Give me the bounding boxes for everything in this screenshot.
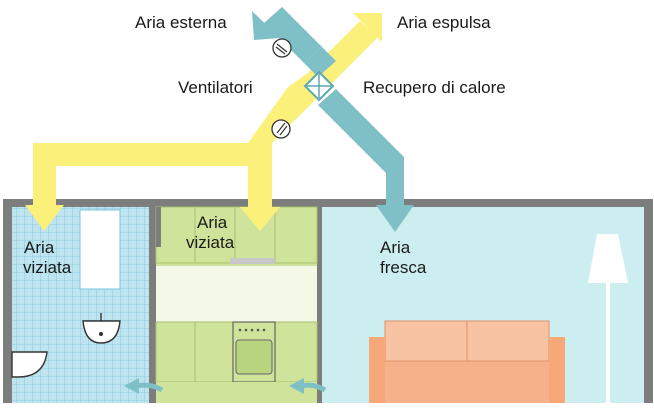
heat-exchanger-icon: [303, 70, 335, 102]
stale-air-bathroom-label: viziata: [23, 258, 72, 277]
stale-air-kitchen-label: viziata: [186, 233, 235, 252]
exhaust-air-label: Aria espulsa: [397, 13, 491, 32]
floor-lamp-icon: [588, 234, 628, 403]
stale-air-duct: [25, 13, 382, 231]
fans-label: Ventilatori: [178, 78, 253, 97]
stale-air-kitchen-label: Aria: [197, 213, 228, 232]
fresh-air-label: Aria: [380, 238, 411, 257]
fresh-air-label: fresca: [380, 258, 427, 277]
living-room: [322, 207, 644, 403]
sofa-icon: [369, 320, 565, 403]
stove-icon: [232, 321, 276, 383]
airflow-arrow-icon: [124, 378, 164, 394]
airflow-arrow-icon: [289, 378, 327, 394]
fan-icon: [272, 38, 292, 58]
toilet-icon: [11, 351, 48, 378]
fan-icon: [271, 119, 291, 139]
outside-air-label: Aria esterna: [135, 13, 227, 32]
sink-icon: [82, 313, 121, 344]
kitchen: [155, 206, 318, 403]
heat-recovery-label: Recupero di calore: [363, 78, 506, 97]
bathroom-mirror: [79, 209, 121, 290]
fresh-air-duct: [252, 7, 414, 232]
stale-air-bathroom-label: Aria: [24, 238, 55, 257]
bathroom: [11, 207, 149, 403]
